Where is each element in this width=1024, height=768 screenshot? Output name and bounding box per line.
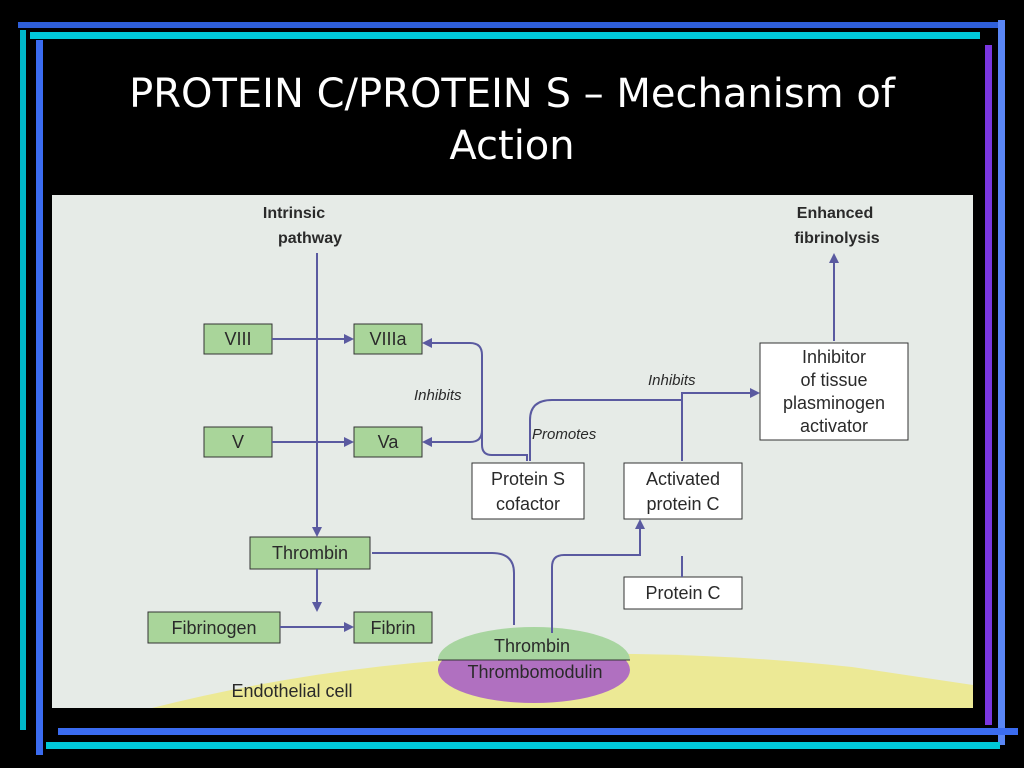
box-fibrinogen <box>147 611 281 644</box>
text-of-tissue: of tissue <box>800 370 867 390</box>
slide-title-line-1: PROTEIN C/PROTEIN S – Mechanism of <box>129 71 895 117</box>
box-inhibitor-tpa <box>759 342 909 441</box>
box-fibrin <box>353 611 433 644</box>
bottom-bar-blue <box>58 728 1018 735</box>
box-protein-s <box>471 462 585 520</box>
text-thrombin-box: Thrombin <box>272 543 348 563</box>
slide-title-line-2: Action <box>449 123 575 169</box>
arrow-inhibits-viiia <box>422 338 528 461</box>
right-bar-purple <box>985 45 992 725</box>
mechanism-diagram: Intrinsic pathway Enhanced fibrinolysis … <box>52 195 973 708</box>
label-promotes: Promotes <box>532 426 597 443</box>
top-bar-blue <box>18 22 1000 28</box>
arrow-to-activated-protein-c <box>551 519 645 633</box>
line-thrombin-to-membrane <box>372 552 515 625</box>
arrow-inhibits-va <box>422 429 483 447</box>
right-bar-blue <box>998 20 1005 745</box>
label-inhibits-left: Inhibits <box>414 387 462 404</box>
text-protein-c-active: protein C <box>646 494 719 514</box>
label-intrinsic: Intrinsic <box>263 205 325 222</box>
mechanism-figure: Intrinsic pathway Enhanced fibrinolysis … <box>52 195 973 708</box>
label-inhibits-right: Inhibits <box>648 372 696 389</box>
text-protein-s: Protein S <box>491 469 565 489</box>
slide-title: PROTEIN C/PROTEIN S – Mechanism of Actio… <box>60 68 964 172</box>
text-viii: VIII <box>224 329 251 349</box>
text-v: V <box>232 432 244 452</box>
box-v <box>203 426 273 458</box>
bottom-bar-cyan <box>46 742 1000 749</box>
label-fibrinolysis: fibrinolysis <box>794 230 879 247</box>
line-promotes <box>529 399 683 461</box>
text-viiia: VIIIa <box>369 329 407 349</box>
text-thrombomodulin: Thrombomodulin <box>467 662 602 682</box>
text-activator: activator <box>800 416 868 436</box>
text-endothelial-cell: Endothelial cell <box>231 681 352 701</box>
thrombin-oval <box>438 627 630 660</box>
box-viii <box>203 323 273 355</box>
top-bar-cyan <box>30 32 980 39</box>
box-va <box>353 426 423 458</box>
text-fibrinogen: Fibrinogen <box>171 618 256 638</box>
box-thrombin <box>249 536 371 570</box>
arrow-inhibits-tpa <box>681 388 760 400</box>
label-enhanced: Enhanced <box>797 205 873 222</box>
left-bar-cyan <box>20 30 26 730</box>
text-plasminogen: plasminogen <box>783 393 885 413</box>
text-fibrin: Fibrin <box>370 618 415 638</box>
left-bar-blue <box>36 40 43 755</box>
text-inhibitor: Inhibitor <box>802 347 866 367</box>
text-protein-c: Protein C <box>645 583 720 603</box>
box-protein-c <box>623 576 743 610</box>
text-va: Va <box>378 432 400 452</box>
box-activated-protein-c <box>623 462 743 520</box>
text-cofactor: cofactor <box>496 494 560 514</box>
text-activated: Activated <box>646 469 720 489</box>
label-pathway: pathway <box>278 230 342 247</box>
text-thrombin-oval: Thrombin <box>494 636 570 656</box>
